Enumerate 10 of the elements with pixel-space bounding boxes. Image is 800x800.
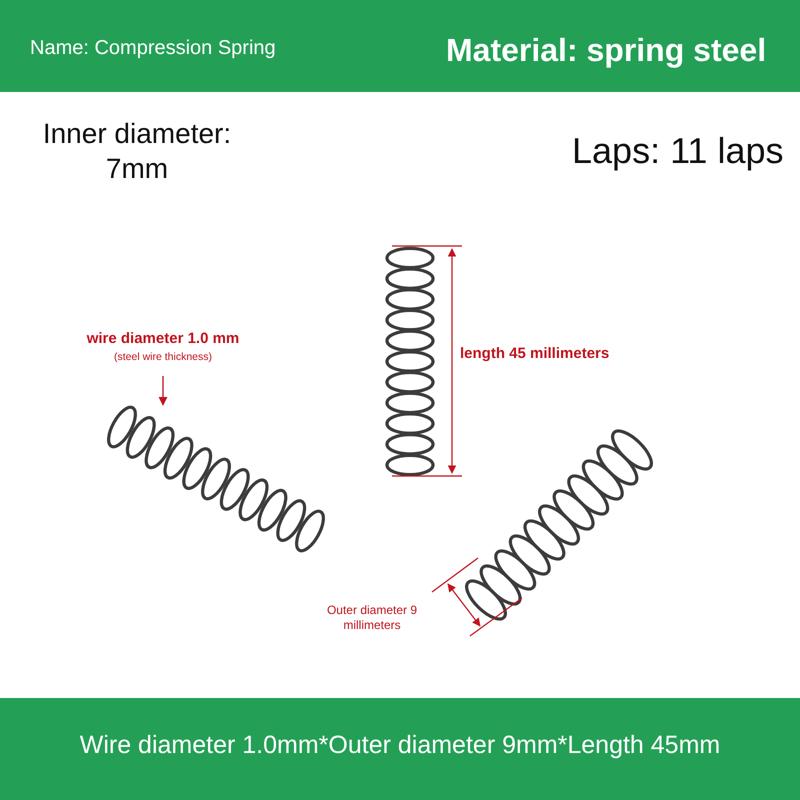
dimension-label: Outer diameter 9 millimeters: [326, 603, 418, 633]
product-name: Name: Compression Spring: [30, 36, 276, 61]
dimension-label: length 45 millimeters: [460, 345, 610, 364]
leader-line: [158, 376, 168, 406]
inner-diameter-label: Inner diameter: 7mm: [42, 117, 232, 186]
material-label: Material: spring steel: [446, 31, 766, 70]
laps-label: Laps: 11 laps: [572, 129, 784, 173]
callout-label: wire diameter 1.0 mm: [86, 330, 240, 347]
callout-note: (steel wire thickness): [112, 351, 214, 363]
specification-summary: Wire diameter 1.0mm*Outer diameter 9mm*Length 45mm: [78, 730, 722, 761]
